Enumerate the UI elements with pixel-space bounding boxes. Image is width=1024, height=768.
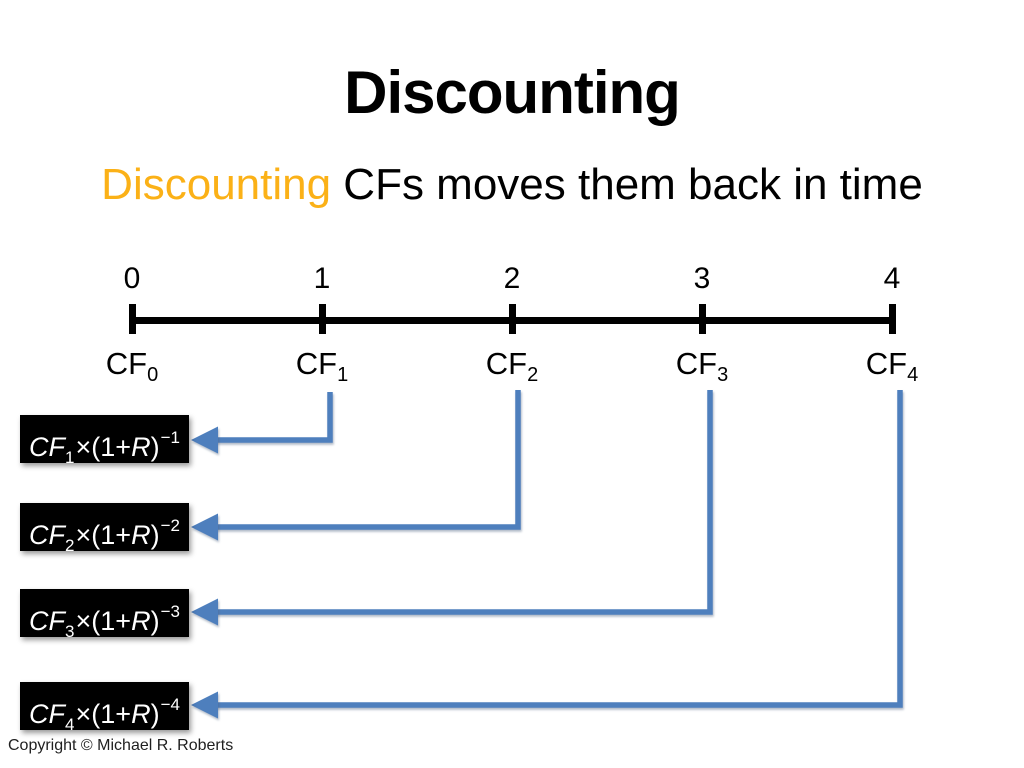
cf-base: CF [865, 346, 908, 381]
formula-box-cf3: CF3×(1+R)−3 [20, 589, 189, 641]
formula-box-cf4: CF4×(1+R)−4 [20, 682, 189, 734]
formula-subscript: 2 [65, 536, 75, 555]
formula-close-paren: ) [150, 699, 160, 729]
cf-base: CF [675, 346, 718, 381]
timeline-period-2: 2 CF2 [462, 262, 562, 392]
subtitle-rest: CFs moves them back in time [331, 160, 923, 209]
formula-exponent: −3 [160, 602, 180, 621]
arrow-left-icon [191, 691, 218, 719]
timeline-period-3: 3 CF3 [652, 262, 752, 392]
arrow-cf4 [191, 390, 903, 719]
timeline-tick-mark [319, 304, 326, 334]
formula-subscript: 4 [65, 715, 75, 734]
timeline-tick-mark [889, 304, 896, 334]
formula-mid: ×(1+ [75, 699, 132, 729]
formula-subscript: 1 [65, 448, 75, 467]
arrow-cf3 [191, 390, 713, 626]
slide-title: Discounting [344, 59, 681, 126]
cashflow-label: CF3 [652, 346, 752, 387]
cf-subscript: 1 [337, 364, 349, 386]
slide-subtitle: Discounting CFs moves them back in time [0, 160, 1024, 210]
timeline-tick-mark [129, 304, 136, 334]
arrow-cf1 [191, 392, 333, 454]
arrow-cf2 [191, 390, 521, 541]
timeline-period-0: 0 CF0 [82, 262, 182, 392]
formula-rate-var: R [131, 432, 151, 462]
formula-subscript: 3 [65, 622, 75, 641]
timeline-period-4: 4 CF4 [842, 262, 942, 392]
cashflow-label: CF2 [462, 346, 562, 387]
formula-rate-var: R [131, 606, 151, 636]
formula-box-cf1: CF1×(1+R)−1 [20, 415, 189, 467]
formula-close-paren: ) [150, 520, 160, 550]
timeline-tick-label: 3 [693, 262, 711, 295]
formula-box-cf2: CF2×(1+R)−2 [20, 503, 189, 555]
cf-subscript: 2 [527, 364, 539, 386]
cf-subscript: 3 [717, 364, 729, 386]
formula-close-paren: ) [150, 606, 160, 636]
cf-subscript: 4 [907, 364, 919, 386]
formula-exponent: −4 [160, 695, 180, 714]
copyright-notice: Copyright © Michael R. Roberts [8, 737, 234, 754]
formula-close-paren: ) [150, 432, 160, 462]
timeline-tick-label: 4 [883, 262, 901, 295]
formula-exponent: −2 [160, 516, 180, 535]
cashflow-label: CF1 [272, 346, 372, 387]
cashflow-label: CF0 [82, 346, 182, 387]
formula-mid: ×(1+ [75, 520, 132, 550]
formula-cf: CF [29, 520, 66, 550]
timeline-tick-mark [509, 304, 516, 334]
cashflow-label: CF4 [842, 346, 942, 387]
timeline-tick-mark [699, 304, 706, 334]
formula-exponent: −1 [160, 428, 180, 447]
cf-base: CF [295, 346, 338, 381]
timeline-period-1: 1 CF1 [272, 262, 372, 392]
cf-base: CF [105, 346, 148, 381]
formula-cf: CF [29, 699, 66, 729]
timeline-tick-label: 2 [503, 262, 521, 295]
formula-cf: CF [29, 606, 66, 636]
subtitle-highlight: Discounting [101, 160, 332, 209]
cf-subscript: 0 [147, 364, 159, 386]
timeline-tick-label: 0 [123, 262, 141, 295]
formula-mid: ×(1+ [75, 606, 132, 636]
arrow-left-icon [191, 513, 218, 541]
arrow-left-icon [191, 598, 218, 626]
formula-cf: CF [29, 432, 66, 462]
formula-mid: ×(1+ [75, 432, 132, 462]
arrow-left-icon [191, 426, 218, 454]
cf-base: CF [485, 346, 528, 381]
timeline-tick-label: 1 [313, 262, 331, 295]
formula-rate-var: R [131, 520, 151, 550]
formula-rate-var: R [131, 699, 151, 729]
